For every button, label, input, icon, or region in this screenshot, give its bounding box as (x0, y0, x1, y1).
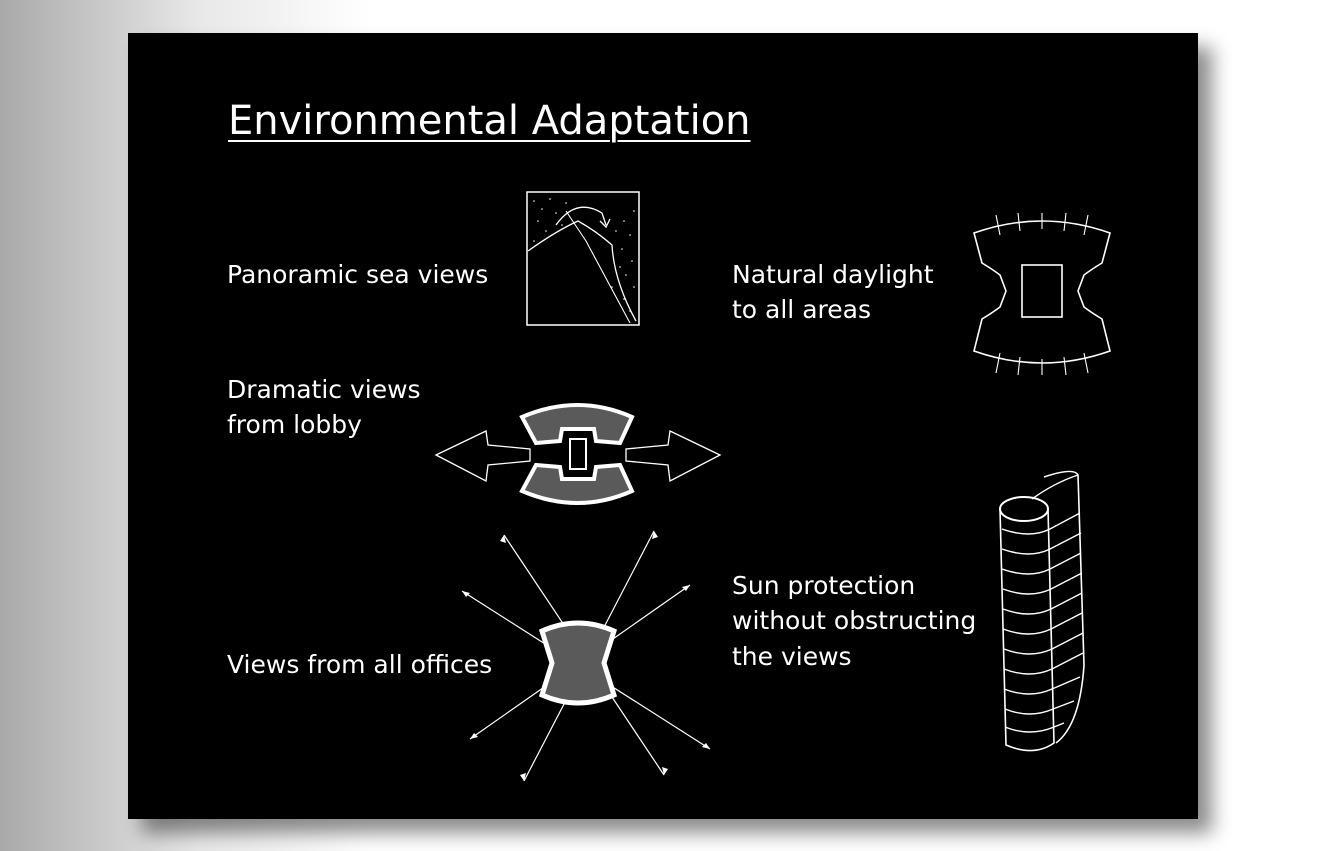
label-daylight-line2: to all areas (732, 295, 871, 324)
office-views-sketch-icon (461, 530, 711, 782)
sun-shading-tower-sketch-icon (999, 470, 1085, 752)
label-sun-line1: Sun protection (732, 571, 916, 600)
label-lobby-line2: from lobby (227, 410, 362, 439)
slide: Environmental Adaptation Panoramic sea v… (128, 33, 1198, 819)
sea-view-sketch-icon (526, 191, 640, 326)
label-lobby-line1: Dramatic views (227, 375, 421, 404)
slide-title: Environmental Adaptation (228, 98, 751, 144)
label-daylight-line1: Natural daylight (732, 260, 934, 289)
label-sea-views: Panoramic sea views (227, 260, 489, 289)
daylight-plan-sketch-icon (973, 213, 1111, 375)
lobby-views-sketch-icon (434, 403, 722, 505)
label-sun-line3: the views (732, 642, 852, 671)
label-offices: Views from all offices (227, 650, 493, 679)
label-sun-line2: without obstructing (732, 606, 977, 635)
